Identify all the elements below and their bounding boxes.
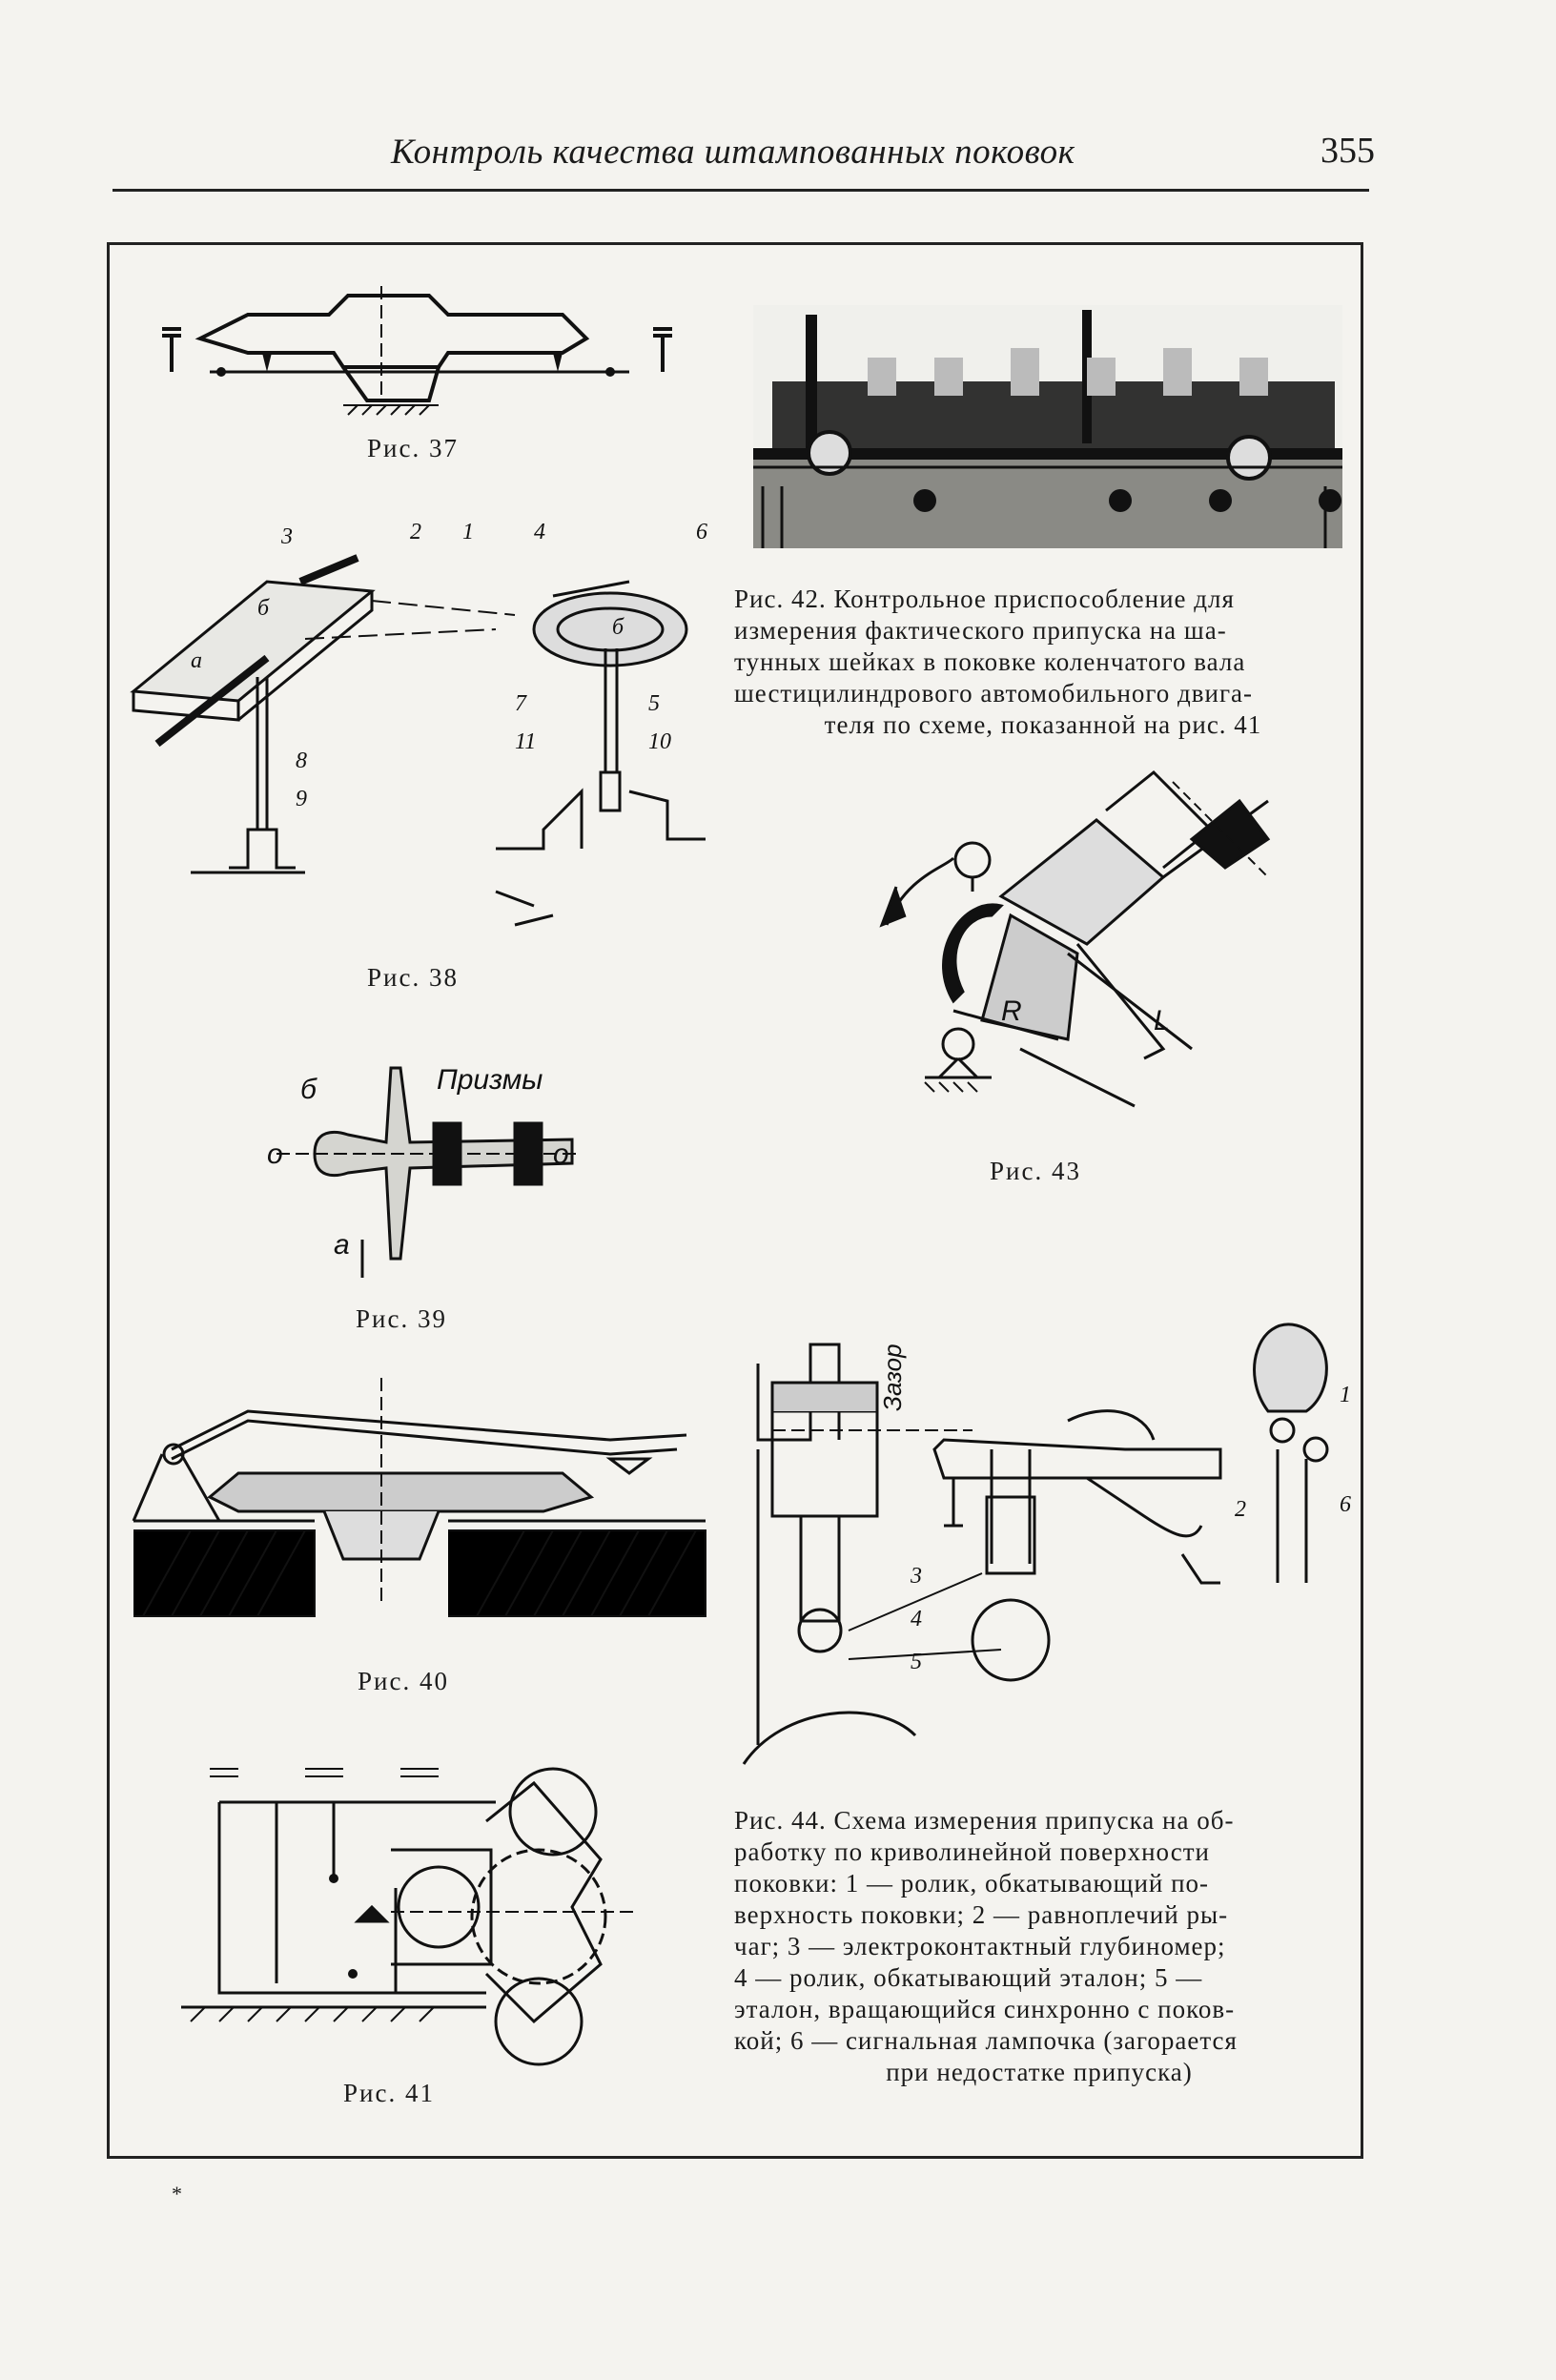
header-rule — [113, 189, 1369, 192]
figure-39-drawing: б Призмы о о а — [267, 1064, 582, 1278]
figure-44-caption-line: работку по криволинейной поверхности — [734, 1837, 1210, 1866]
figure-37-caption: Рис. 37 — [367, 434, 459, 462]
svg-text:1: 1 — [462, 520, 474, 544]
figure-42-caption-line: тунных шейках в поковке коленчатого вала — [734, 647, 1246, 676]
figure-42-photo — [753, 305, 1342, 548]
figure-44-caption-line: поковки: 1 — ролик, обкатывающий по- — [734, 1869, 1210, 1898]
figure-37-drawing — [162, 286, 672, 416]
figure-39-label-o-right: о — [553, 1139, 569, 1170]
figure-43-label-r: R — [1001, 995, 1022, 1027]
svg-text:5: 5 — [911, 1650, 922, 1674]
svg-text:б: б — [257, 596, 270, 621]
svg-text:11: 11 — [515, 729, 536, 754]
figure-43-label-l: L — [1154, 1005, 1170, 1036]
figure-39-caption: Рис. 39 — [356, 1304, 447, 1333]
figure-39-label-b: б — [300, 1074, 317, 1105]
figure-39-label-a: а — [334, 1229, 350, 1261]
figure-44-caption-line: Рис. 44. Схема измерения припуска на об- — [734, 1806, 1235, 1835]
svg-text:9: 9 — [296, 787, 307, 811]
svg-text:5: 5 — [648, 691, 660, 716]
svg-text:2: 2 — [410, 520, 421, 544]
figure-44-caption-line: кой; 6 — сигнальная лампочка (загорается — [734, 2026, 1238, 2055]
svg-text:3: 3 — [280, 524, 293, 549]
svg-text:7: 7 — [515, 691, 527, 716]
svg-text:8: 8 — [296, 749, 307, 773]
svg-text:3: 3 — [910, 1564, 922, 1589]
figure-44-caption-line: эталон, вращающийся синхронно с поков- — [734, 1995, 1236, 2023]
svg-text:4: 4 — [534, 520, 545, 544]
figure-42-caption-line: шестицилиндрового автомобильного двига- — [734, 679, 1254, 708]
svg-text:a: a — [191, 648, 202, 673]
figure-42-caption-line: измерения фактического припуска на ша- — [734, 616, 1227, 645]
svg-text:6: 6 — [1340, 1492, 1351, 1517]
figure-44-caption-line: 4 — ролик, обкатывающий эталон; 5 — — [734, 1963, 1203, 1992]
figure-44-caption-line: при недостатке припуска) — [886, 2058, 1193, 2086]
svg-text:2: 2 — [1235, 1497, 1246, 1522]
page-number: 355 — [1321, 131, 1375, 171]
figure-43-caption: Рис. 43 — [990, 1157, 1081, 1185]
figure-39-label-o-left: о — [267, 1139, 283, 1170]
svg-text:6: 6 — [696, 520, 707, 544]
figure-44-caption-line: чаг; 3 — электроконтактный глубиномер; — [734, 1932, 1226, 1960]
running-header-title: Контроль качества штампованных поковок — [391, 133, 1075, 172]
figure-44-caption-line: верхность поковки; 2 — равноплечий ры- — [734, 1900, 1229, 1929]
figure-42-caption: Рис. 42. Контрольное приспособление для … — [734, 584, 1352, 741]
figure-42-caption-line: Рис. 42. Контрольное приспособление для — [734, 585, 1235, 613]
figure-41-caption: Рис. 41 — [343, 2079, 435, 2107]
figure-44-drawing: Зазор 1 2 3 4 5 6 — [742, 1323, 1351, 1765]
figure-44-caption: Рис. 44. Схема измерения припуска на об-… — [734, 1805, 1344, 2088]
svg-text:б: б — [612, 615, 624, 640]
figure-38-caption: Рис. 38 — [367, 963, 459, 992]
figure-40-drawing — [132, 1378, 706, 1617]
figure-43-drawing: R L — [879, 769, 1271, 1108]
figure-41-drawing — [181, 1767, 639, 2066]
svg-text:4: 4 — [911, 1607, 922, 1631]
figure-40-caption: Рис. 40 — [358, 1667, 449, 1695]
figures-frame — [107, 242, 1363, 2159]
figure-42-caption-line: теля по схеме, показанной на рис. 41 — [824, 710, 1262, 739]
footer-mark: * — [172, 2182, 182, 2206]
figure-39-label-prisms: Призмы — [437, 1064, 543, 1096]
figure-44-label-gap: Зазор — [878, 1344, 907, 1411]
svg-text:1: 1 — [1340, 1383, 1351, 1407]
svg-text:10: 10 — [648, 729, 671, 754]
figure-38-drawing: 3 2 1 4 6 б a б 7 5 11 10 8 9 — [130, 520, 707, 927]
